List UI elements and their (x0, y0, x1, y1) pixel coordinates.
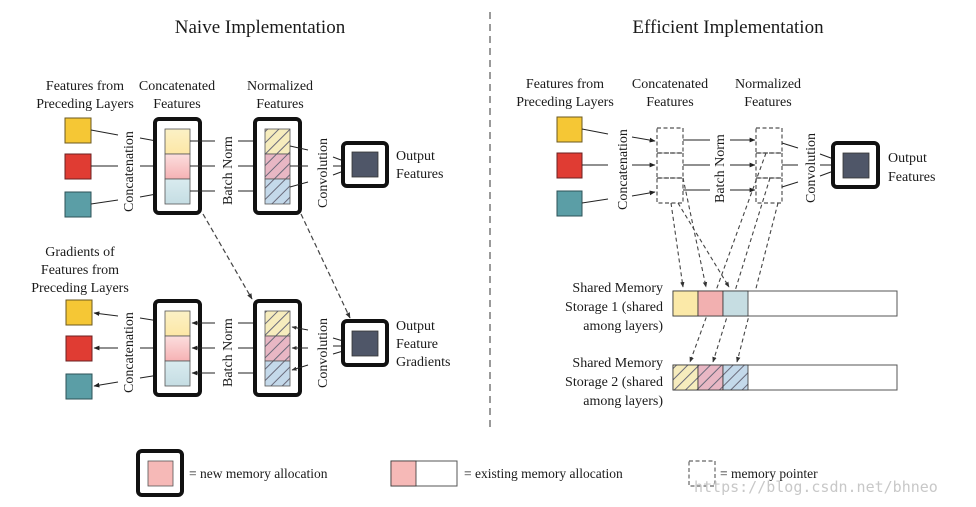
storage1-label-2: Storage 1 (shared (565, 300, 663, 315)
eff-output-feature (842, 152, 870, 179)
naive-concat-label-1: Concatenated (139, 79, 215, 94)
grad-input-label-3: Preceding Layers (31, 281, 129, 296)
naive-norm-label-1: Normalized (247, 79, 313, 94)
grad-feature-yellow (65, 299, 93, 326)
grad-output-label-1: Output (396, 319, 435, 334)
shared-memory-storage-1: Shared Memory Storage 1 (shared among la… (565, 281, 898, 334)
storage2-label-3: among layers) (583, 394, 663, 409)
legend-new-allocation-text: = new memory allocation (189, 466, 328, 481)
eff-norm-label-1: Normalized (735, 77, 801, 92)
naive-op-convolution: Convolution (316, 138, 331, 208)
output-feature-gradient (351, 330, 379, 357)
eff-input-red (556, 152, 583, 179)
shared-memory-storage-2: Shared Memory Storage 2 (shared among la… (565, 356, 898, 409)
naive-op-concatenation: Concatenation (122, 131, 137, 212)
grad-op-convolution: Convolution (316, 318, 331, 388)
grad-output-label-2: Feature (396, 337, 438, 352)
eff-op-concatenation: Concatenation (616, 129, 631, 210)
grad-input-label-2: Features from (41, 263, 119, 278)
efficient-forward: Features from Preceding Layers Concatena… (516, 77, 935, 363)
eff-input-teal (556, 190, 583, 217)
input-feature-teal (64, 191, 92, 218)
grad-input-label-1: Gradients of (45, 245, 115, 260)
eff-output-label-2: Features (888, 170, 935, 185)
eff-norm-label-2: Features (744, 95, 791, 110)
eff-op-batchnorm: Batch Norm (713, 134, 728, 203)
eff-concat-memory-pointers (656, 127, 684, 204)
naive-forward: Features from Preceding Layers Concatena… (36, 79, 443, 218)
storage1-label-1: Shared Memory (572, 281, 663, 296)
legend-memory-pointer-text: = memory pointer (720, 466, 818, 481)
legend: = new memory allocation = existing memor… (136, 449, 818, 497)
input-feature-red (64, 153, 92, 180)
naive-concat-label-2: Features (153, 97, 200, 112)
grad-output-label-3: Gradients (396, 355, 450, 370)
naive-norm-label-2: Features (256, 97, 303, 112)
naive-backward: Gradients of Features from Preceding Lay… (31, 245, 450, 400)
storage1-label-3: among layers) (583, 319, 663, 334)
eff-concat-label-1: Concatenated (632, 77, 708, 92)
grad-feature-red (65, 335, 93, 362)
grad-feature-teal (65, 373, 93, 400)
eff-op-convolution: Convolution (804, 133, 819, 203)
eff-pointer-arrows (670, 152, 779, 363)
eff-norm-memory-pointers (755, 127, 783, 204)
grad-op-concatenation: Concatenation (122, 312, 137, 393)
eff-input-label-1: Features from (526, 77, 604, 92)
input-feature-yellow (64, 117, 92, 144)
eff-output-label-1: Output (888, 151, 927, 166)
legend-existing-allocation-text: = existing memory allocation (464, 466, 623, 481)
efficient-title: Efficient Implementation (632, 17, 824, 38)
naive-input-label-1: Features from (46, 79, 124, 94)
grad-op-batchnorm: Batch Norm (221, 318, 236, 387)
naive-output-label-2: Features (396, 167, 443, 182)
storage2-label-2: Storage 2 (shared (565, 375, 663, 390)
naive-input-label-2: Preceding Layers (36, 97, 134, 112)
eff-input-label-2: Preceding Layers (516, 95, 614, 110)
eff-input-yellow (556, 116, 583, 143)
storage2-label-1: Shared Memory (572, 356, 663, 371)
naive-title: Naive Implementation (175, 17, 346, 38)
naive-op-batchnorm: Batch Norm (221, 136, 236, 205)
reuse-arrow-concat (202, 213, 253, 300)
watermark: https://blog.csdn.net/bhneo (694, 478, 938, 496)
legend-memory-pointer-icon (688, 460, 716, 487)
naive-output-label-1: Output (396, 149, 435, 164)
reuse-arrow-output (300, 213, 351, 319)
output-feature (351, 151, 379, 178)
eff-concat-label-2: Features (646, 95, 693, 110)
